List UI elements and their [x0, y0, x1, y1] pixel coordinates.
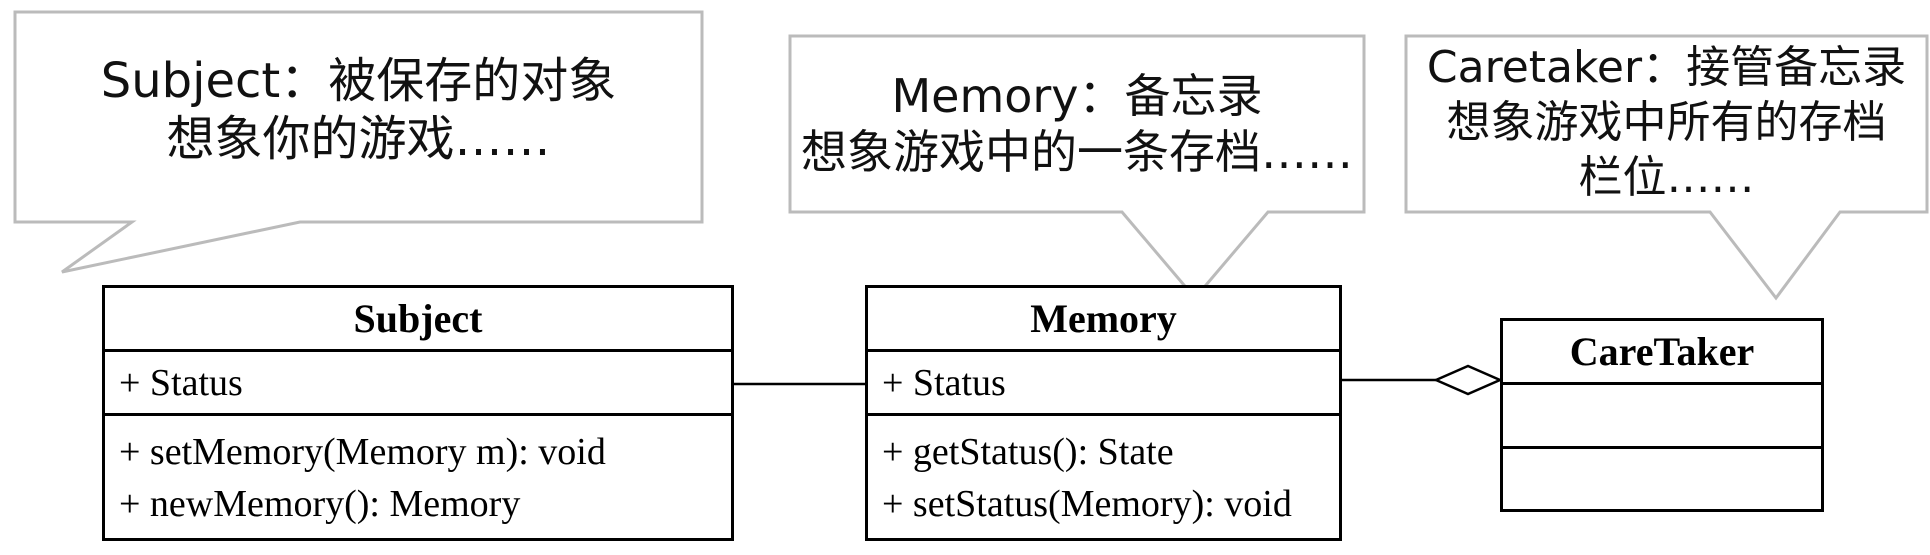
memory-operation: + getStatus(): State	[882, 431, 1174, 473]
caretaker-callout-line2: 想象游戏中所有的存档	[1446, 97, 1887, 148]
subject-attributes: + Status	[105, 352, 731, 416]
memory-attribute: + Status	[882, 362, 1006, 404]
caretaker-class-name: CareTaker	[1503, 321, 1821, 385]
memory-operations: + getStatus(): State + setStatus(Memory)…	[868, 416, 1339, 530]
caretaker-operations	[1503, 449, 1821, 509]
caretaker-callout-line1: Caretaker：接管备忘录	[1426, 42, 1907, 93]
subject-class-name: Subject	[105, 288, 731, 352]
aggregation-diamond	[1432, 364, 1504, 396]
subject-callout-text: Subject：被保存的对象 想象你的游戏……	[15, 52, 702, 168]
memory-attributes: + Status	[868, 352, 1339, 416]
caretaker-callout-line3: 栏位……	[1578, 152, 1755, 203]
memory-class-name: Memory	[868, 288, 1339, 352]
subject-callout-line2: 想象你的游戏……	[166, 111, 551, 167]
caretaker-callout-bubble	[1404, 34, 1929, 301]
memory-callout-text: Memory：备忘录 想象游戏中的一条存档……	[790, 68, 1364, 180]
subject-callout-line1: Subject：被保存的对象	[100, 53, 617, 109]
memory-callout-line1: Memory：备忘录	[891, 69, 1263, 123]
memory-callout-line2: 想象游戏中的一条存档……	[801, 125, 1353, 179]
memory-operation: + setStatus(Memory): void	[882, 483, 1292, 525]
subject-callout-bubble	[13, 10, 704, 274]
memory-class-box[interactable]: Memory + Status + getStatus(): State + s…	[865, 285, 1342, 541]
caretaker-class-box[interactable]: CareTaker	[1500, 318, 1824, 512]
caretaker-attributes	[1503, 385, 1821, 449]
subject-class-box[interactable]: Subject + Status + setMemory(Memory m): …	[102, 285, 734, 541]
subject-attribute: + Status	[119, 362, 243, 404]
subject-operations: + setMemory(Memory m): void + newMemory(…	[105, 416, 731, 530]
memory-callout-bubble	[788, 34, 1366, 301]
subject-operation: + setMemory(Memory m): void	[119, 431, 606, 473]
subject-operation: + newMemory(): Memory	[119, 483, 521, 525]
caretaker-callout-text: Caretaker：接管备忘录 想象游戏中所有的存档 栏位……	[1406, 40, 1927, 205]
